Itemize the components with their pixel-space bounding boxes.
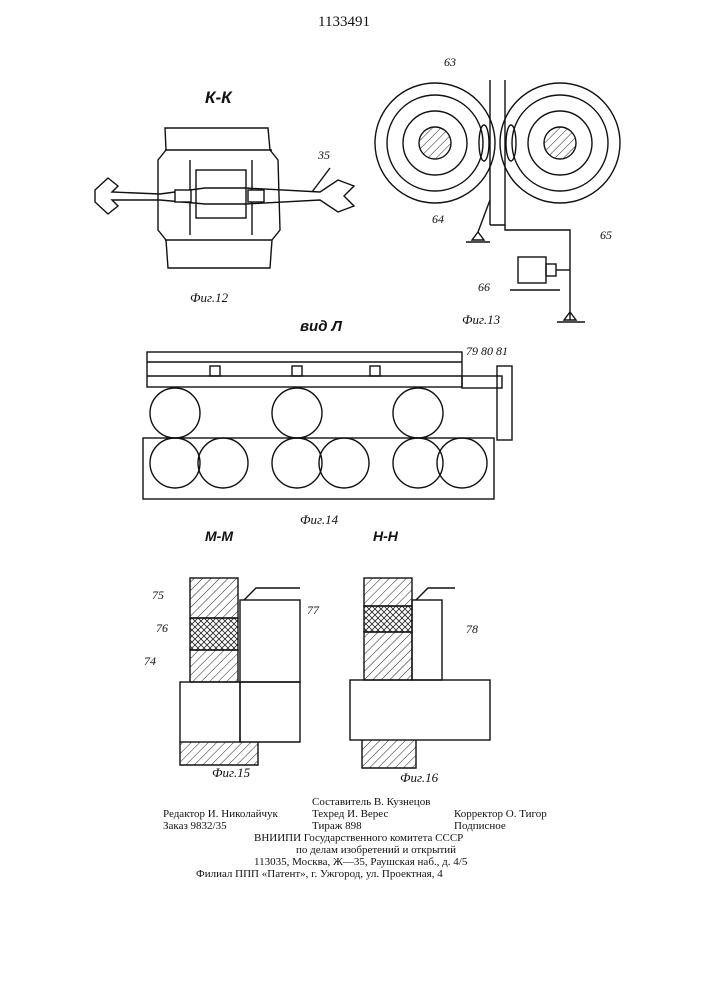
fig15-callout-74: 74 — [144, 654, 156, 669]
fig14-drawing — [143, 352, 512, 499]
colophon-org-line1: ВНИИПИ Государственного комитета СССР — [254, 832, 463, 844]
fig16-drawing — [350, 578, 490, 768]
fig15-callout-76: 76 — [156, 621, 168, 636]
fig15-callout-75: 75 — [152, 588, 164, 603]
colophon-order: Заказ 9832/35 — [163, 820, 227, 832]
fig13-drawing — [375, 80, 620, 322]
colophon-circulation: Тираж 898 — [312, 820, 362, 832]
colophon-corrector: Корректор О. Тигор — [454, 808, 547, 820]
fig12-drawing — [95, 128, 354, 268]
fig13-callout-63: 63 — [444, 55, 456, 70]
fig14-callout-80: 80 — [481, 344, 493, 359]
fig14-view-label: вид Л — [300, 318, 342, 335]
fig12-section-label: К-К — [205, 88, 232, 108]
fig16-caption: Фиг.16 — [400, 770, 438, 786]
fig16-section-label: Н-Н — [373, 528, 398, 544]
fig14-callout-81: 81 — [496, 344, 508, 359]
fig15-caption: Фиг.15 — [212, 765, 250, 781]
fig14-callout-79: 79 — [466, 344, 478, 359]
colophon-org-line2: по делам изобретений и открытий — [296, 844, 456, 856]
fig16-callout-78: 78 — [466, 622, 478, 637]
colophon-compiler: Составитель В. Кузнецов — [312, 796, 430, 808]
colophon-techred: Техред И. Верес — [312, 808, 388, 820]
fig13-caption: Фиг.13 — [462, 312, 500, 328]
fig15-drawing — [180, 578, 300, 765]
fig14-caption: Фиг.14 — [300, 512, 338, 528]
fig13-callout-64: 64 — [432, 212, 444, 227]
fig13-callout-66: 66 — [478, 280, 490, 295]
colophon-branch: Филиал ППП «Патент», г. Ужгород, ул. Про… — [196, 868, 443, 880]
fig13-callout-65: 65 — [600, 228, 612, 243]
fig12-callout: 35 — [318, 148, 330, 163]
patent-number: 1133491 — [318, 14, 370, 31]
colophon-editor: Редактор И. Николайчук — [163, 808, 278, 820]
fig12-caption: Фиг.12 — [190, 290, 228, 306]
colophon-subscription: Подписное — [454, 820, 506, 832]
fig15-callout-77: 77 — [307, 603, 319, 618]
colophon-address: 113035, Москва, Ж—35, Раушская наб., д. … — [254, 856, 467, 868]
fig15-section-label: М-М — [205, 528, 233, 544]
